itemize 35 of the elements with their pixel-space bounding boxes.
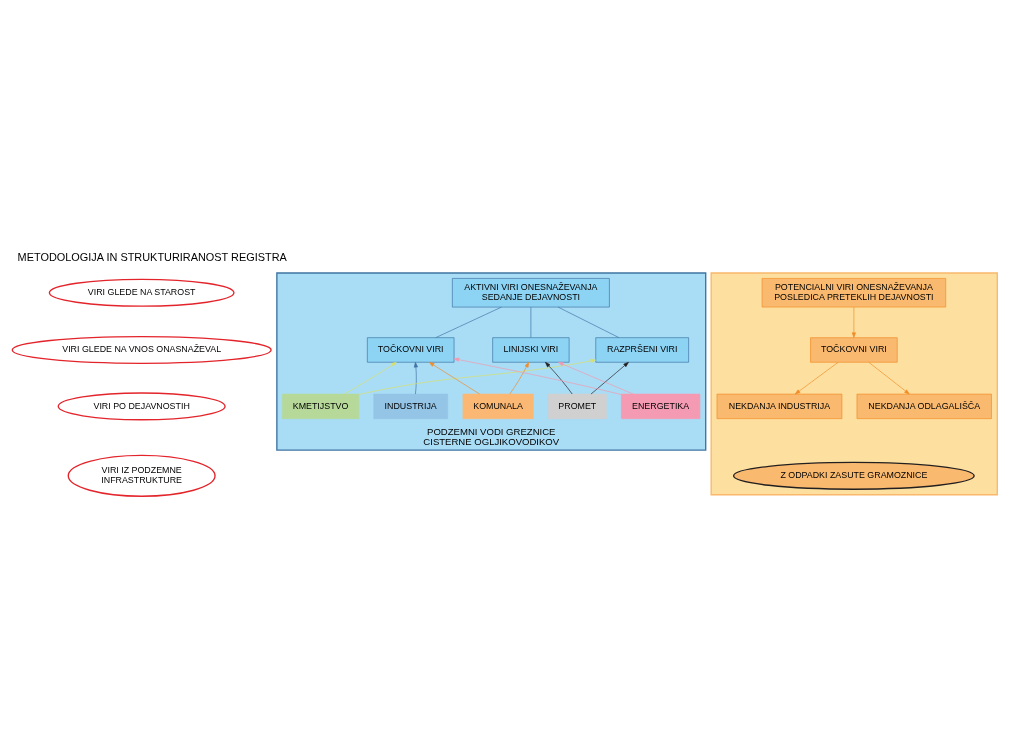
- arrow: [558, 361, 634, 394]
- arrow: [868, 361, 910, 394]
- arrow: [851, 306, 856, 338]
- arrow: [590, 361, 629, 394]
- arrow: [428, 361, 480, 394]
- node-box: NEKDANJA ODLAGALIŠČA: [856, 393, 992, 419]
- arrow: [344, 361, 397, 394]
- arrow: [453, 357, 622, 395]
- node-ellipse: VIRI IZ PODZEMNE INFRASTRUKTURE: [67, 454, 216, 497]
- node-box: NEKDANJA INDUSTRIJA: [716, 393, 843, 419]
- node-box: KMETIJSTVO: [282, 393, 360, 419]
- node-box: POTENCIALNI VIRI ONESNAŽEVANJA POSLEDICA PRETEKLIH DEJAVNOSTI: [761, 277, 947, 307]
- node-box: INDUSTRIJA: [373, 393, 448, 419]
- node-box: TOČKOVNI VIRI: [367, 336, 455, 363]
- arrow: [545, 361, 573, 394]
- connector: [530, 306, 532, 338]
- arrow: [413, 361, 418, 394]
- cluster: [710, 271, 998, 495]
- diagram-title: METODOLOGIJA IN STRUKTURIRANOST REGISTRA: [17, 250, 287, 263]
- node-ellipse: VIRI PO DEJAVNOSTIH: [57, 391, 226, 420]
- node-box: KOMUNALA: [462, 393, 534, 419]
- arrow: [509, 361, 529, 394]
- node-ellipse: VIRI GLEDE NA VNOS ONASNAŽEVAL: [11, 335, 272, 364]
- arrow: [794, 361, 839, 394]
- arrow: [358, 358, 597, 395]
- node-ellipse: VIRI GLEDE NA STAROST: [48, 278, 235, 307]
- node-box: ENERGETIKA: [621, 393, 701, 419]
- node-ellipse: Z ODPADKI ZASUTE GRAMOZNICE: [732, 461, 975, 490]
- node-box: TOČKOVNI VIRI: [810, 336, 898, 363]
- node-box: RAZPRŠENI VIRI: [595, 336, 689, 363]
- connector: [435, 306, 502, 338]
- node-box: PROMET: [547, 393, 607, 419]
- node-box: AKTIVNI VIRI ONESNAŽEVANJA SEDANJE DEJAVNOSTI: [452, 277, 610, 307]
- node-box: LINIJSKI VIRI: [492, 336, 570, 363]
- connector: [557, 306, 620, 338]
